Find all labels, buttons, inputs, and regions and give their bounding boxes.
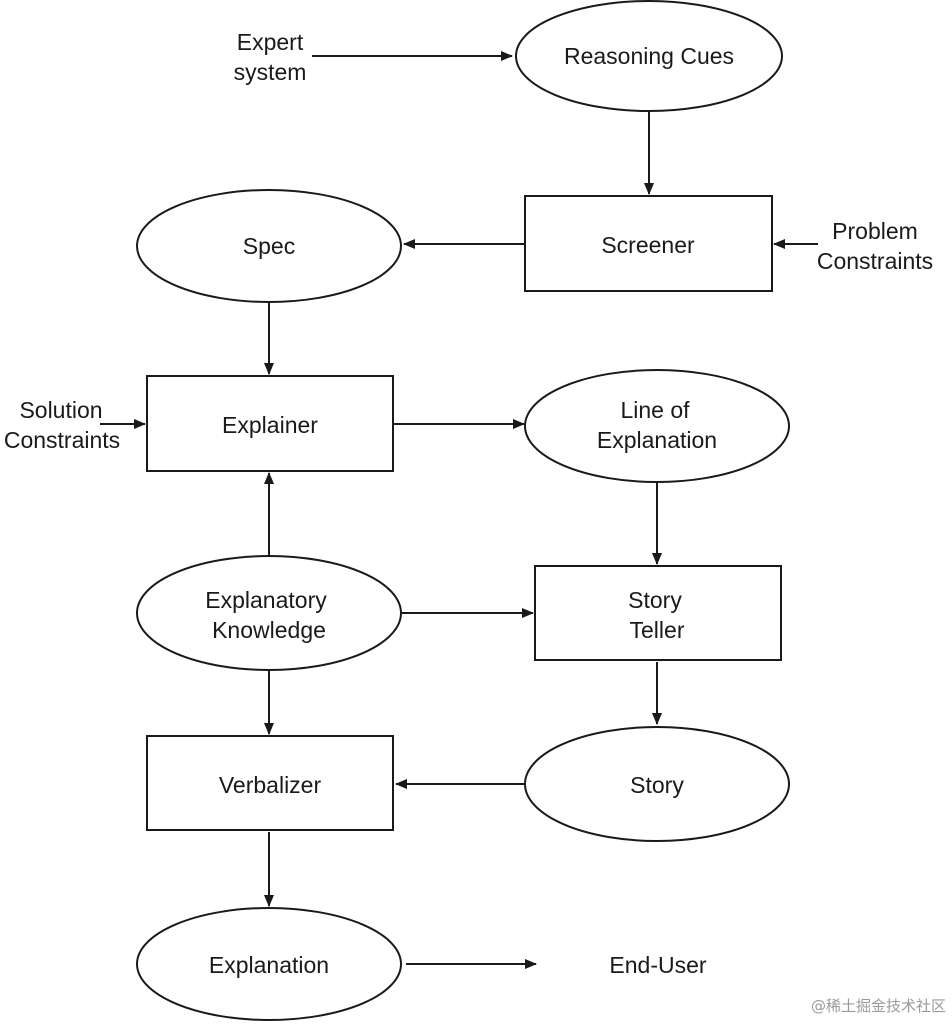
- node-label: Teller: [630, 617, 685, 643]
- external-label: Expert: [237, 29, 304, 55]
- edges: [100, 51, 818, 969]
- node-label: Knowledge: [212, 617, 326, 643]
- external-label: system: [234, 59, 307, 85]
- node-explainer: Explainer: [146, 375, 394, 472]
- label-end-user: End-User: [609, 952, 706, 978]
- node-label: Explanation: [597, 427, 717, 453]
- node-label: Explainer: [222, 412, 318, 438]
- node-label: Line of: [620, 397, 690, 423]
- node-label: Spec: [243, 233, 295, 259]
- node-label: Explanation: [209, 952, 329, 978]
- node-line-of-explanation: Line of Explanation: [524, 369, 790, 483]
- external-label: Solution: [19, 397, 102, 423]
- node-label: Story: [628, 587, 682, 613]
- node-reasoning-cues: Reasoning Cues: [515, 0, 783, 112]
- node-label: Explanatory: [205, 587, 327, 613]
- external-label: End-User: [609, 952, 706, 978]
- node-label: Verbalizer: [219, 772, 322, 798]
- node-label: Story: [630, 772, 684, 798]
- label-solution-constraints: Solution Constraints: [4, 397, 120, 453]
- external-label: Problem: [832, 218, 918, 244]
- external-label: Constraints: [4, 427, 120, 453]
- external-label: Constraints: [817, 248, 933, 274]
- node-label: Screener: [601, 232, 695, 258]
- node-screener: Screener: [524, 195, 773, 292]
- node-spec: Spec: [136, 189, 402, 303]
- watermark: @稀土掘金技术社区: [811, 997, 946, 1015]
- label-problem-constraints: Problem Constraints: [817, 218, 933, 274]
- node-verbalizer: Verbalizer: [146, 735, 394, 831]
- node-story-teller: Story Teller: [534, 565, 782, 661]
- node-label: Reasoning Cues: [564, 43, 734, 69]
- node-story: Story: [524, 726, 790, 842]
- node-explanatory-knowledge: Explanatory Knowledge: [136, 555, 402, 671]
- label-expert-system: Expert system: [234, 29, 307, 85]
- node-explanation: Explanation: [136, 907, 402, 1021]
